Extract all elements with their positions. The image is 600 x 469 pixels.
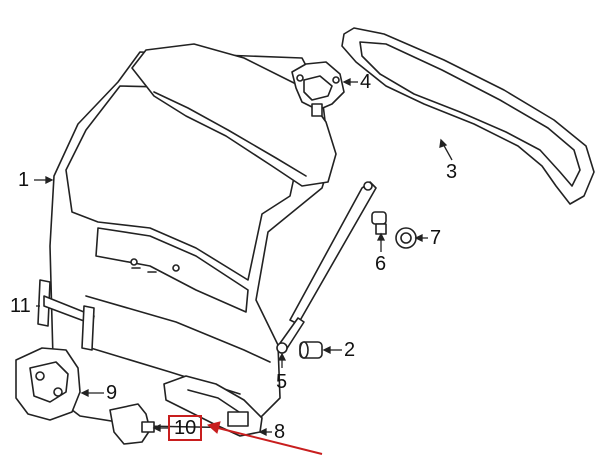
grommet bbox=[395, 227, 417, 249]
callout-7: 7 bbox=[430, 227, 442, 249]
highlight-arrow bbox=[206, 421, 323, 455]
hinge bbox=[291, 61, 345, 117]
latch bbox=[15, 347, 81, 421]
callout-8: 8 bbox=[274, 421, 286, 443]
leader-lines bbox=[34, 77, 453, 437]
callout-9: 9 bbox=[106, 382, 118, 404]
weatherstrip bbox=[341, 27, 595, 205]
gas-strut bbox=[276, 181, 377, 354]
callout-4: 4 bbox=[360, 71, 372, 93]
callout-3: 3 bbox=[446, 161, 458, 183]
callout-10-highlighted: 10 bbox=[168, 415, 203, 441]
callout-11: 11 bbox=[10, 295, 31, 317]
callout-2: 2 bbox=[344, 339, 356, 361]
callout-1: 1 bbox=[18, 169, 30, 191]
bracket bbox=[37, 279, 95, 351]
callout-5: 5 bbox=[276, 371, 288, 393]
plug bbox=[299, 341, 323, 359]
small-bracket bbox=[109, 403, 155, 445]
bump-stop bbox=[371, 211, 387, 235]
roof-spoiler bbox=[131, 43, 337, 187]
callout-6: 6 bbox=[375, 253, 387, 275]
